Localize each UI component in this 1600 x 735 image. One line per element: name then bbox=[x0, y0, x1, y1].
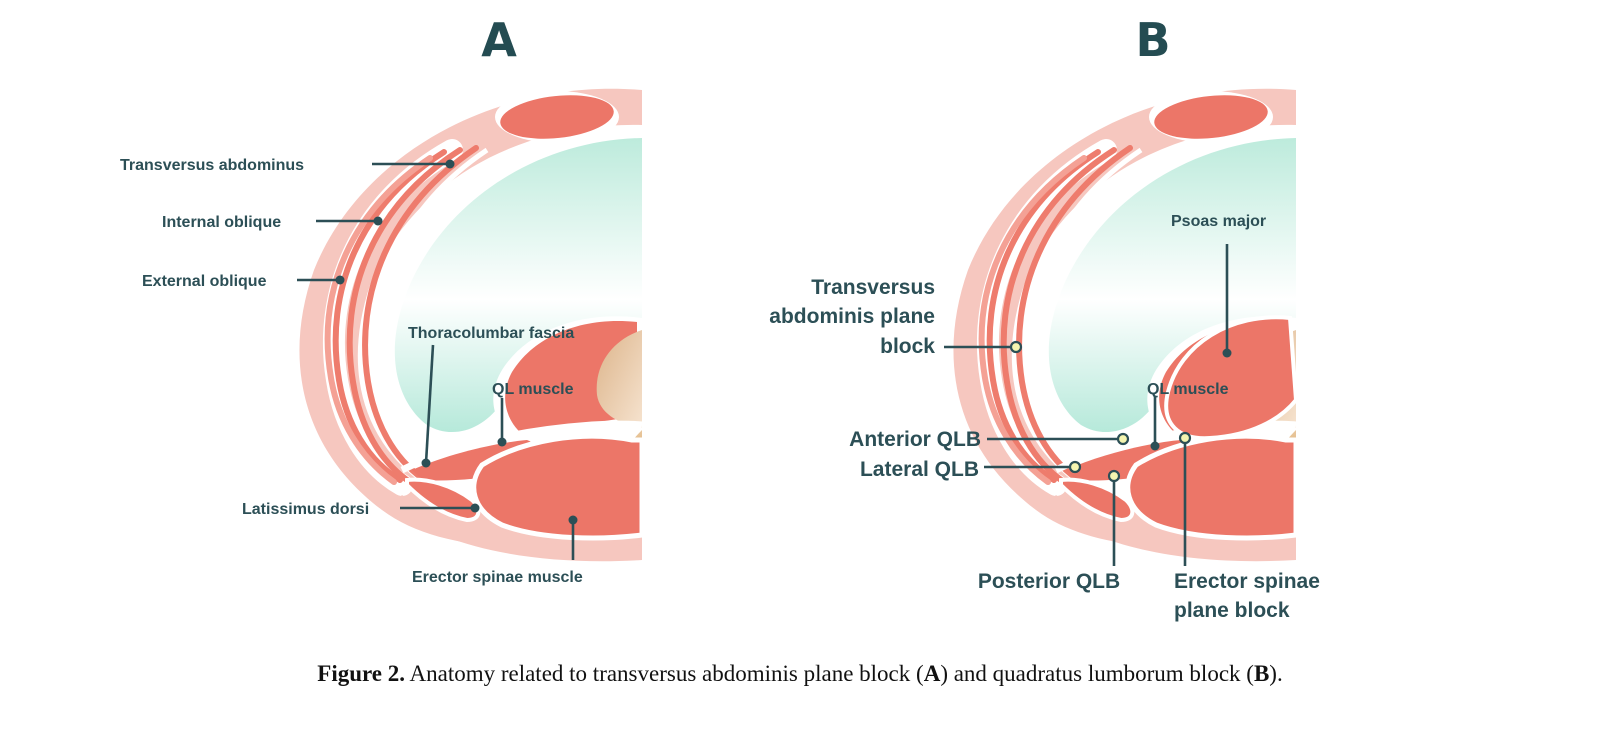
label-external-oblique: External oblique bbox=[142, 273, 267, 290]
marker-lateral-qlb bbox=[1068, 460, 1082, 474]
leader-thoracolumbar bbox=[424, 344, 435, 464]
caption-label: Figure 2. bbox=[317, 661, 406, 686]
label-transversus-abdominus: Transversus abdominus bbox=[120, 157, 304, 174]
label-latissimus-dorsi: Latissimus dorsi bbox=[242, 501, 369, 518]
caption-text-2: ) and quadratus lumborum block ( bbox=[940, 661, 1254, 686]
label-thoracolumbar-fascia: Thoracolumbar fascia bbox=[408, 325, 574, 342]
label-psoas-major: Psoas major bbox=[1171, 213, 1266, 230]
marker-tap-block bbox=[1009, 340, 1023, 354]
label-tap-block-line1: Transversus bbox=[811, 276, 935, 299]
marker-latissimus bbox=[470, 503, 480, 513]
label-lateral-qlb: Lateral QLB bbox=[860, 458, 979, 481]
label-ql-muscle-a: QL muscle bbox=[492, 381, 574, 398]
label-tap-block-line2: abdominis plane bbox=[769, 305, 935, 328]
label-anterior-qlb: Anterior QLB bbox=[849, 428, 981, 451]
label-esp-block-line1: Erector spinae bbox=[1174, 570, 1320, 593]
marker-posterior-qlb bbox=[1107, 469, 1121, 483]
label-ql-muscle-b: QL muscle bbox=[1147, 381, 1229, 398]
label-esp-block-line2: plane block bbox=[1174, 599, 1290, 622]
caption-bold-a: A bbox=[923, 661, 941, 686]
marker-psoas bbox=[1222, 348, 1232, 358]
panel-b-illustration bbox=[953, 89, 1296, 562]
marker-ql-muscle-b bbox=[1150, 441, 1160, 451]
panel-b-letter: B bbox=[1135, 13, 1170, 67]
panel-a-letter: A bbox=[481, 13, 517, 67]
caption-text-1: Anatomy related to transversus abdominis… bbox=[405, 661, 924, 686]
marker-transversus bbox=[445, 159, 455, 169]
figure-caption: Figure 2. Anatomy related to transversus… bbox=[0, 661, 1600, 687]
marker-esp-block bbox=[1178, 431, 1192, 445]
marker-anterior-qlb bbox=[1116, 432, 1130, 446]
marker-erector-a bbox=[568, 515, 578, 525]
label-posterior-qlb: Posterior QLB bbox=[978, 570, 1120, 593]
label-erector-spinae-muscle: Erector spinae muscle bbox=[412, 569, 583, 586]
marker-ql-muscle-a bbox=[497, 437, 507, 447]
marker-thoracolumbar bbox=[421, 458, 431, 468]
caption-bold-b: B bbox=[1253, 661, 1270, 686]
caption-text-3: ). bbox=[1269, 661, 1283, 686]
marker-internal-oblique bbox=[373, 216, 383, 226]
label-tap-block-line3: block bbox=[880, 335, 935, 358]
marker-external-oblique bbox=[335, 275, 345, 285]
label-internal-oblique: Internal oblique bbox=[162, 214, 281, 231]
